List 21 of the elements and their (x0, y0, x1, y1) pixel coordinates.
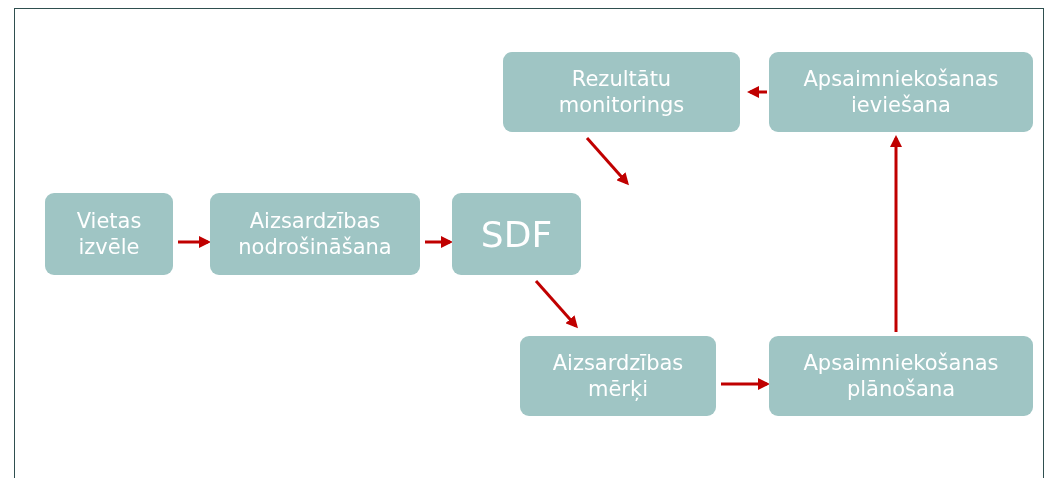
arrow (890, 135, 902, 332)
box-label: Apsaimniekošanas ieviešana (802, 65, 1000, 119)
arrow (721, 378, 770, 390)
box-label: Vietas izvēle (75, 207, 143, 261)
process-box (45, 193, 173, 275)
box-label: Aizsardzības nodrošināšana (237, 207, 393, 261)
process-box (210, 193, 420, 275)
process-box (769, 52, 1033, 132)
process-box (503, 52, 740, 132)
box-label: Rezultātu monitorings (557, 65, 686, 119)
box-label: Aizsardzības mērķi (551, 349, 685, 403)
box-label: SDF (480, 212, 553, 257)
arrow (585, 137, 629, 186)
process-box (452, 193, 581, 275)
arrow (747, 86, 767, 98)
process-box (520, 336, 716, 416)
arrow (178, 236, 211, 248)
arrow (534, 280, 578, 329)
process-box (769, 336, 1033, 416)
box-label: Apsaimniekošanas plānošana (802, 349, 1000, 403)
arrow (425, 236, 453, 248)
